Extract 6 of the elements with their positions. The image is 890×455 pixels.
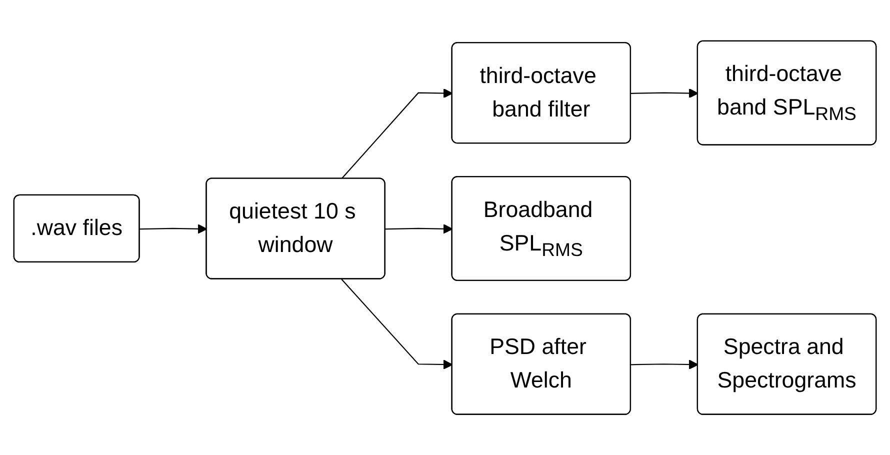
arrow: [341, 278, 453, 370]
arrow: [385, 224, 453, 234]
arrow: [631, 359, 698, 370]
arrow: [631, 88, 698, 98]
arrow: [341, 88, 453, 180]
arrow: [140, 224, 208, 234]
